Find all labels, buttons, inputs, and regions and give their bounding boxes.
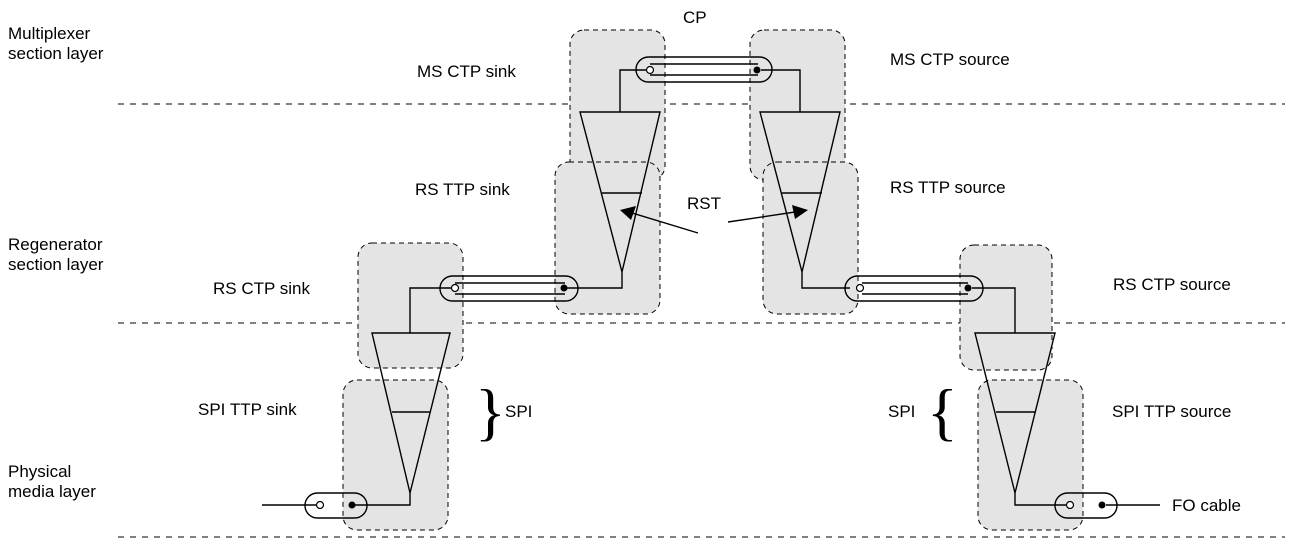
spi-ttp-source-triangle [974,332,1056,494]
zone-spi-ttp-sink [342,379,449,531]
spi-left-label: SPI [505,402,533,421]
ms-source-connector [761,69,801,112]
rs-ttp-sink-label: RS TTP sink [415,180,510,199]
zone-ms-ctp-source [749,29,846,181]
rst-arrowhead-right [792,205,808,219]
rs-ctp-source-label: RS CTP source [1113,275,1231,294]
rst-arrow-left [631,212,699,234]
spi-ttp-sink-point [348,501,356,509]
rs-ctp-sink-label: RS CTP sink [213,279,310,298]
ms-ctp-source-point [753,66,761,74]
rs-ttp-source-label: RS TTP source [890,178,1006,197]
spi-source-down-connector [1014,493,1068,506]
zone-rs-ttp-sink [554,161,661,315]
multiplexer-layer-label: Multiplexer section layer [8,24,104,63]
spi-ttp-sink-label: SPI TTP sink [198,400,297,419]
rs-ctp-sink-point [450,283,460,293]
rs-ttp-sink-triangle [579,111,661,273]
spi-right-brace: { [927,376,958,447]
ms-ctp-sink-point [645,65,655,75]
rst-arrowhead-left [620,206,636,220]
physical-layer-label: Physical media layer [8,462,96,501]
spi-ttp-sink-open-point [315,500,325,510]
spi-ttp-source-point [1098,501,1106,509]
fo-cable-label: FO cable [1172,496,1241,515]
rs-ttp-source-triangle [759,111,841,273]
ms-sink-connector [619,69,646,112]
spi-right-label: SPI [888,402,916,421]
ms-ctp-source-label: MS CTP source [890,50,1010,69]
ms-ctp-sink-label: MS CTP sink [417,62,516,81]
rs-sink-down-connector [567,272,623,289]
spi-ttp-source-open-point [1065,500,1075,510]
spi-ttp-source-label: SPI TTP source [1112,402,1232,421]
zone-spi-ttp-source [977,379,1084,531]
regenerator-layer-label: Regenerator section layer [8,235,104,274]
zone-rs-ctp-source [959,244,1053,371]
rs-ctp-sink-down-connector [409,287,451,333]
rs-ctp-source-open-point [855,283,865,293]
spi-sink-down-connector [355,493,411,506]
rst-arrow-right [727,211,796,223]
spi-left-brace: } [475,376,506,447]
spi-ttp-sink-triangle [371,332,451,494]
cp-label: CP [683,8,707,27]
rs-ctp-source-point [964,284,972,292]
rs-source-down-connector [801,272,850,289]
rst-label: RST [687,194,721,213]
rs-ctp-source-down-connector [972,287,1016,333]
rs-ctp-sink-filled-point [560,284,568,292]
zone-ms-ctp-sink [569,29,666,181]
